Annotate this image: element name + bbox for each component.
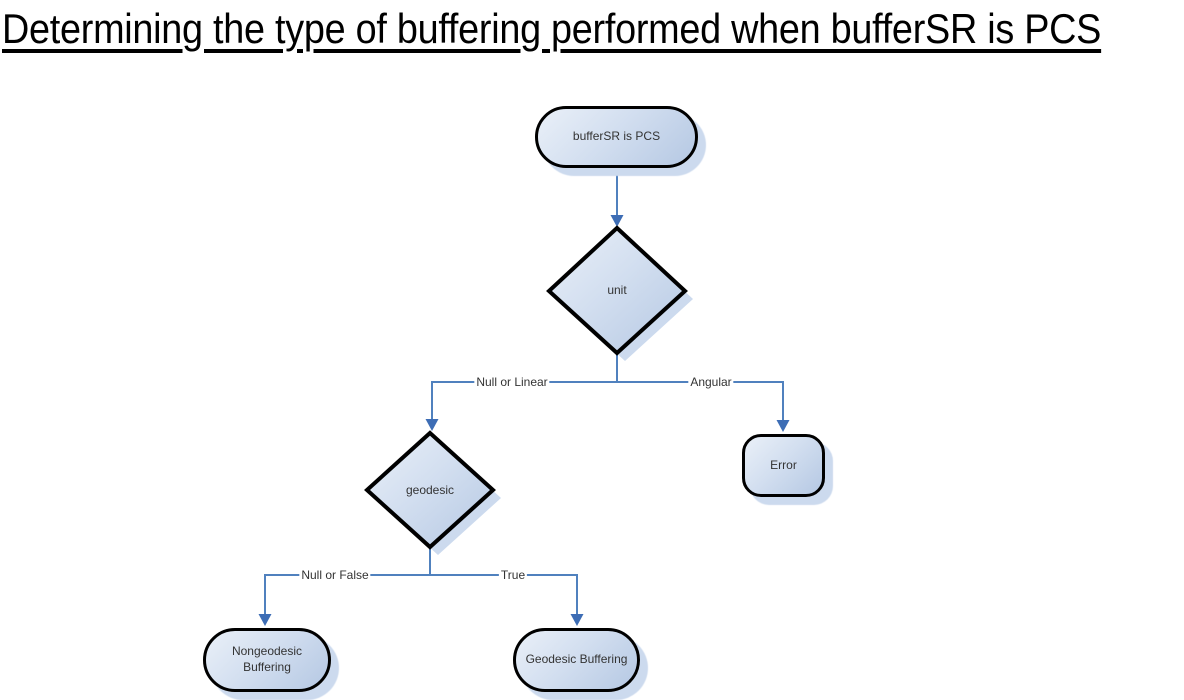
edge-label-angular: Angular: [688, 375, 734, 389]
edge-label-null-or-linear: Null or Linear: [474, 375, 550, 389]
arrowhead-into-geodesic-buffering: [570, 614, 584, 626]
arrowhead-into-geodesic: [425, 419, 439, 431]
start-node: bufferSR is PCS: [535, 106, 698, 168]
arrowhead-into-nongeodesic: [258, 614, 272, 626]
page-title: Determining the type of buffering perfor…: [2, 5, 1102, 52]
nongeodesic-buffering-node-label: Nongeodesic Buffering: [231, 644, 303, 674]
unit-decision-node: [546, 225, 693, 361]
geodesic-buffering-node: Geodesic Buffering: [513, 628, 640, 692]
arrowhead-into-unit: [610, 215, 624, 227]
unit-node-label: unit: [607, 283, 627, 297]
edge-label-null-or-false: Null or False: [299, 568, 371, 582]
start-node-label: bufferSR is PCS: [572, 129, 661, 144]
error-node: Error: [742, 434, 825, 497]
connector-lines: [264, 169, 784, 616]
geodesic-node-label: geodesic: [405, 483, 455, 497]
arrowhead-into-error: [776, 420, 790, 432]
nongeodesic-buffering-node: Nongeodesic Buffering: [203, 628, 331, 692]
geodesic-diamond-shape: [364, 430, 496, 550]
geodesic-buffering-node-label: Geodesic Buffering: [525, 652, 628, 667]
arrowheads: [258, 215, 790, 626]
geodesic-decision-node: [364, 430, 501, 555]
error-node-label: Error: [770, 457, 797, 472]
unit-diamond-shape: [546, 225, 688, 356]
edge-label-true: True: [498, 568, 528, 582]
